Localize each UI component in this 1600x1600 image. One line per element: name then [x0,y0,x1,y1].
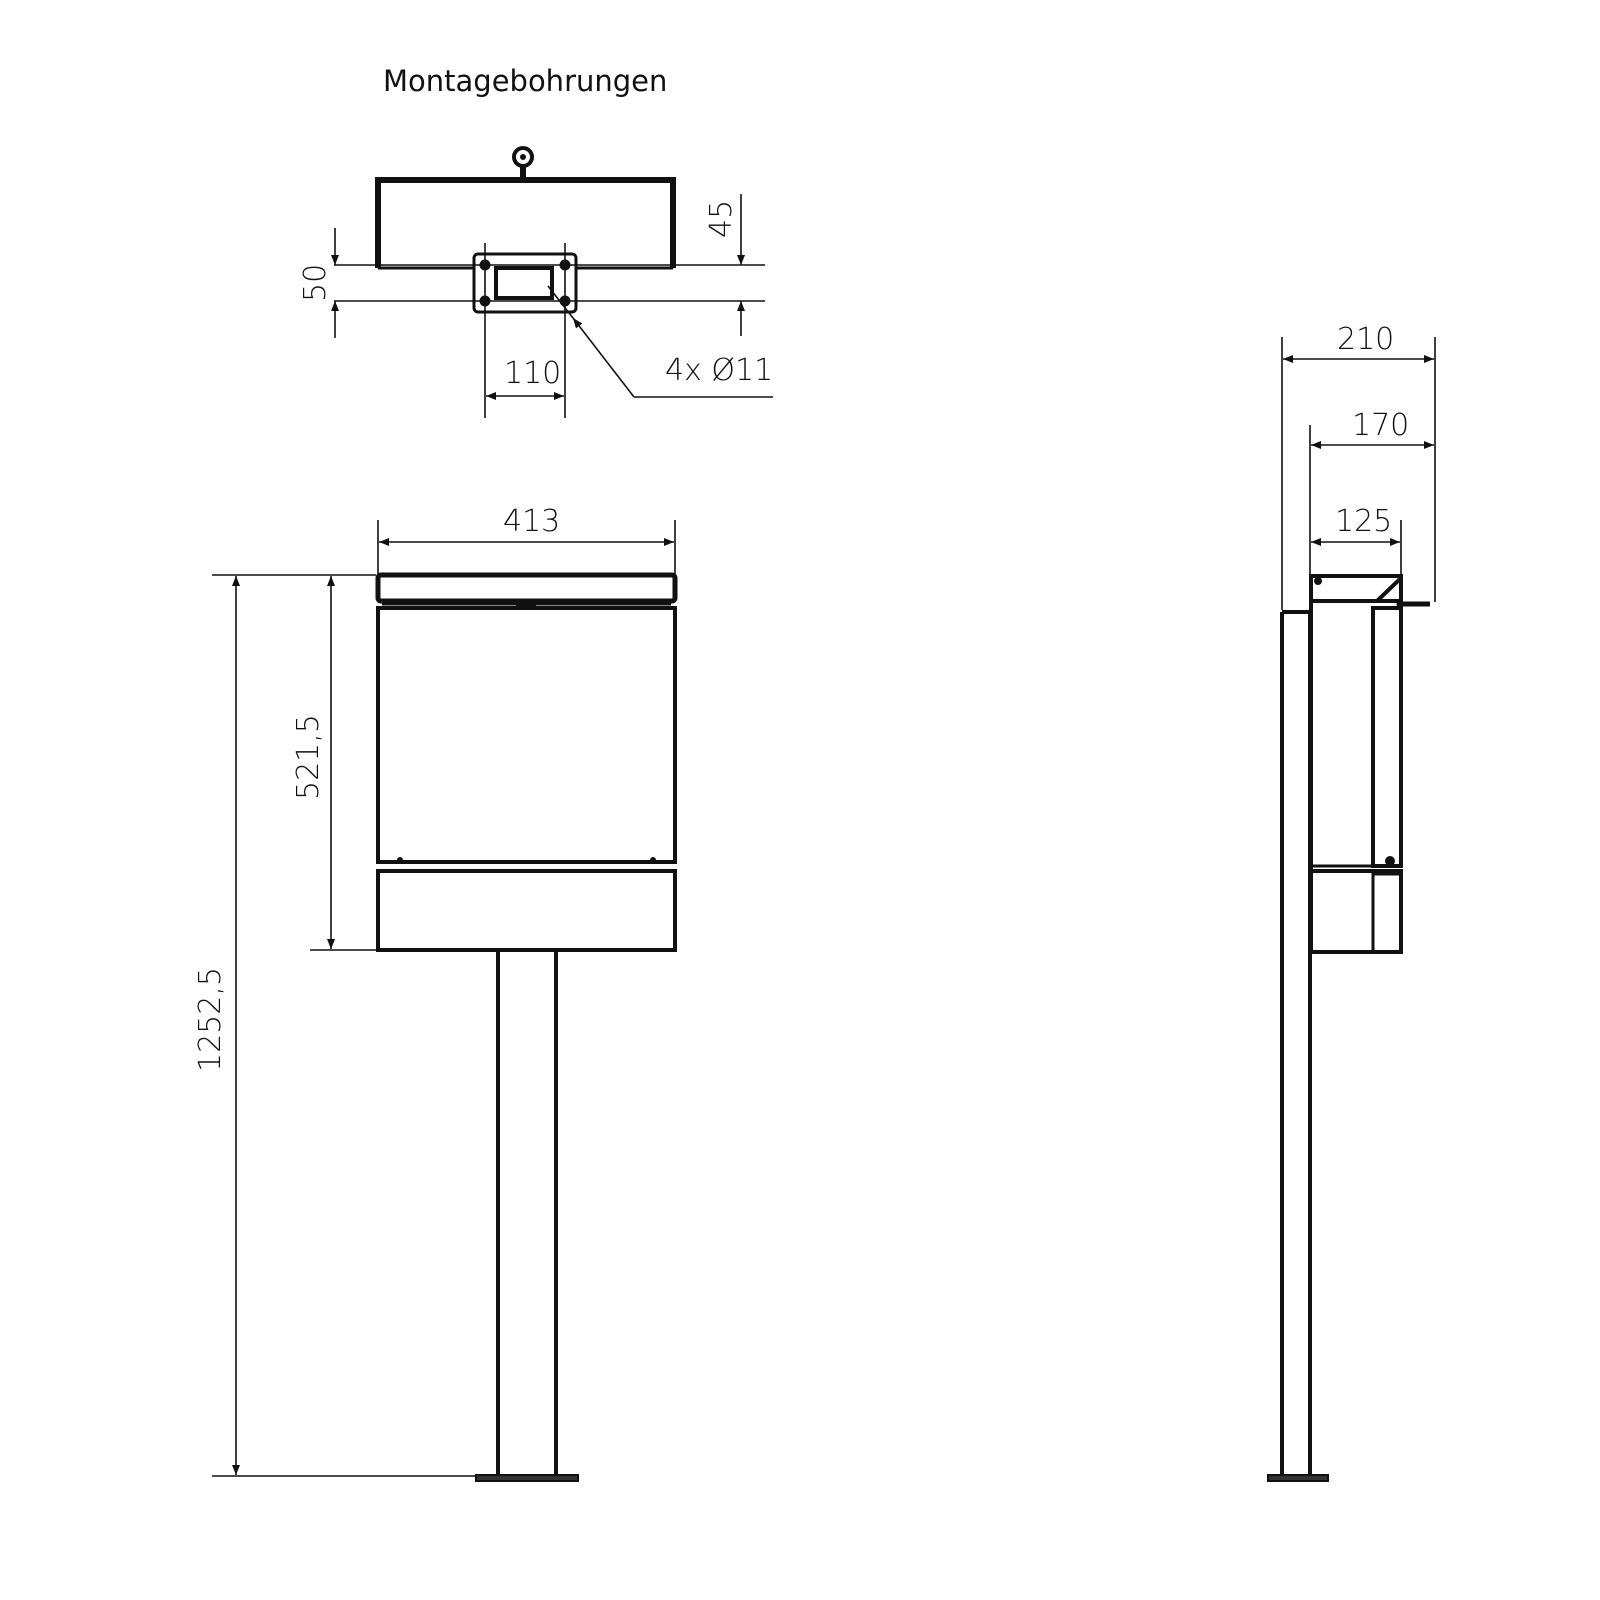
dim-box-height: 521,5 [291,714,326,800]
dim-hole-spacing: 110 [504,356,561,391]
dim-box-depth: 170 [1352,408,1409,443]
dim-inner-depth: 125 [1335,504,1392,539]
dim-plate-height: 50 [298,264,333,302]
dim-width: 413 [503,504,560,539]
front-view [212,520,678,1482]
dim-depth: 45 [704,200,739,238]
hole-callout: 4x Ø11 [665,353,773,388]
section-title: Montagebohrungen [383,64,667,98]
dim-overall-depth: 210 [1337,322,1394,357]
dim-total-height: 1252,5 [193,967,228,1072]
side-view [1267,337,1436,1482]
top-view [331,146,773,418]
